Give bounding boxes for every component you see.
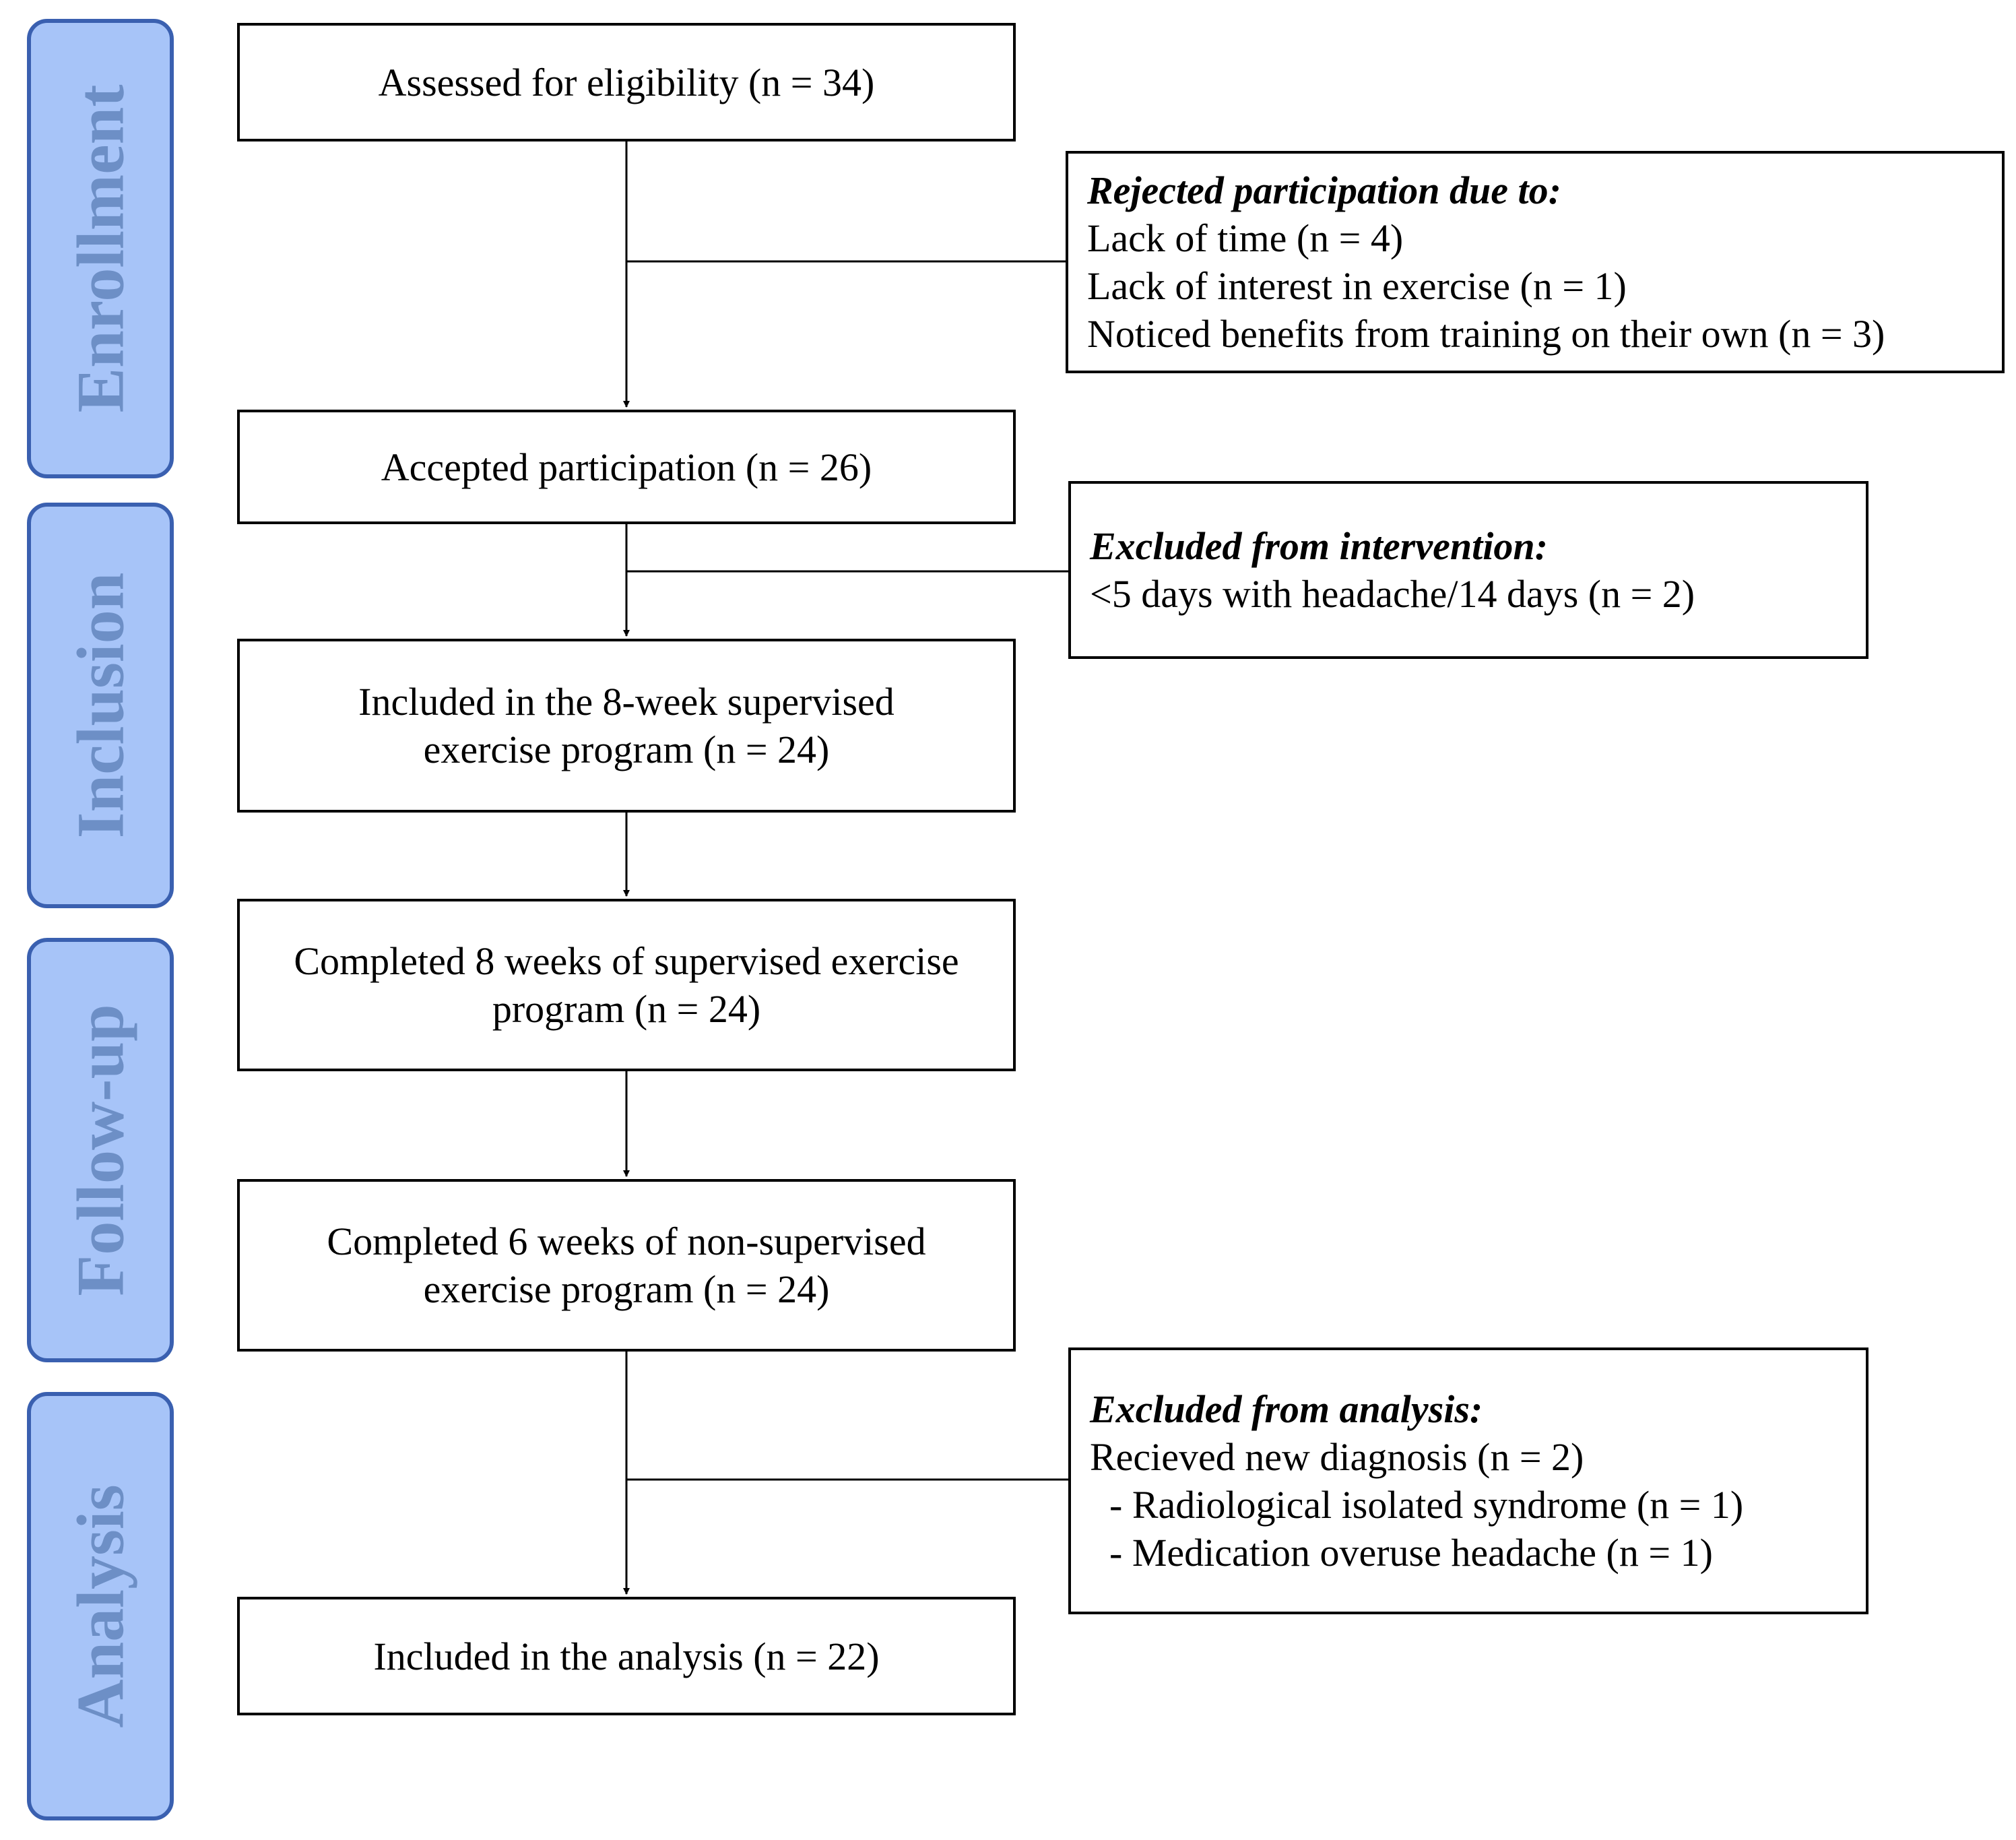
completed-supervised-text-line-1: Completed 8 weeks of supervised exercise xyxy=(294,939,959,983)
completed-nonsupervised-text-line-1: Completed 6 weeks of non-supervised xyxy=(327,1219,926,1263)
excluded-analysis-box: Excluded from analysis: Recieved new dia… xyxy=(1068,1347,1868,1614)
excluded-analysis-heading: Excluded from analysis: xyxy=(1090,1387,1483,1431)
rejected-heading: Rejected participation due to: xyxy=(1087,168,1561,212)
rejected-reason-line: Lack of interest in exercise (n = 1) xyxy=(1087,264,1627,308)
rejected-reason-line: Lack of time (n = 4) xyxy=(1087,216,1404,260)
excluded-analysis-reason-line: Recieved new diagnosis (n = 2) xyxy=(1090,1435,1584,1479)
excluded-analysis-reason-line: - Radiological isolated syndrome (n = 1) xyxy=(1090,1483,1744,1527)
stage-analysis: Analysis xyxy=(27,1392,174,1820)
stage-follow-up: Follow-up xyxy=(27,938,174,1362)
excluded-intervention-heading: Excluded from intervention: xyxy=(1090,524,1548,568)
completed-supervised-text-line-2: program (n = 24) xyxy=(492,987,761,1031)
assessed-eligibility-box: Assessed for eligibility (n = 34) xyxy=(237,23,1016,141)
rejected-reason-line: Noticed benefits from training on their … xyxy=(1087,312,1885,356)
completed-nonsupervised-text-line-2: exercise program (n = 24) xyxy=(423,1267,830,1311)
assessed-eligibility-text: Assessed for eligibility (n = 34) xyxy=(378,60,875,104)
accepted-participation-box: Accepted participation (n = 26) xyxy=(237,410,1016,524)
completed-supervised-box: Completed 8 weeks of supervised exercise… xyxy=(237,899,1016,1071)
included-program-box: Included in the 8-week supervised exerci… xyxy=(237,639,1016,813)
completed-nonsupervised-box: Completed 6 weeks of non-supervised exer… xyxy=(237,1179,1016,1352)
accepted-participation-text: Accepted participation (n = 26) xyxy=(381,445,872,489)
stage-inclusion: Inclusion xyxy=(27,503,174,908)
included-analysis-text: Included in the analysis (n = 22) xyxy=(373,1634,880,1678)
included-analysis-box: Included in the analysis (n = 22) xyxy=(237,1597,1016,1715)
excluded-intervention-box: Excluded from intervention: <5 days with… xyxy=(1068,481,1868,659)
rejected-participation-box: Rejected participation due to: Lack of t… xyxy=(1066,151,2005,373)
included-program-text-line-2: exercise program (n = 24) xyxy=(423,728,830,771)
excluded-analysis-reason-line: - Medication overuse headache (n = 1) xyxy=(1090,1531,1713,1575)
stage-enrollment: Enrollment xyxy=(27,19,174,478)
excluded-intervention-reason-line: <5 days with headache/14 days (n = 2) xyxy=(1090,572,1695,616)
included-program-text-line-1: Included in the 8-week supervised xyxy=(358,680,895,724)
